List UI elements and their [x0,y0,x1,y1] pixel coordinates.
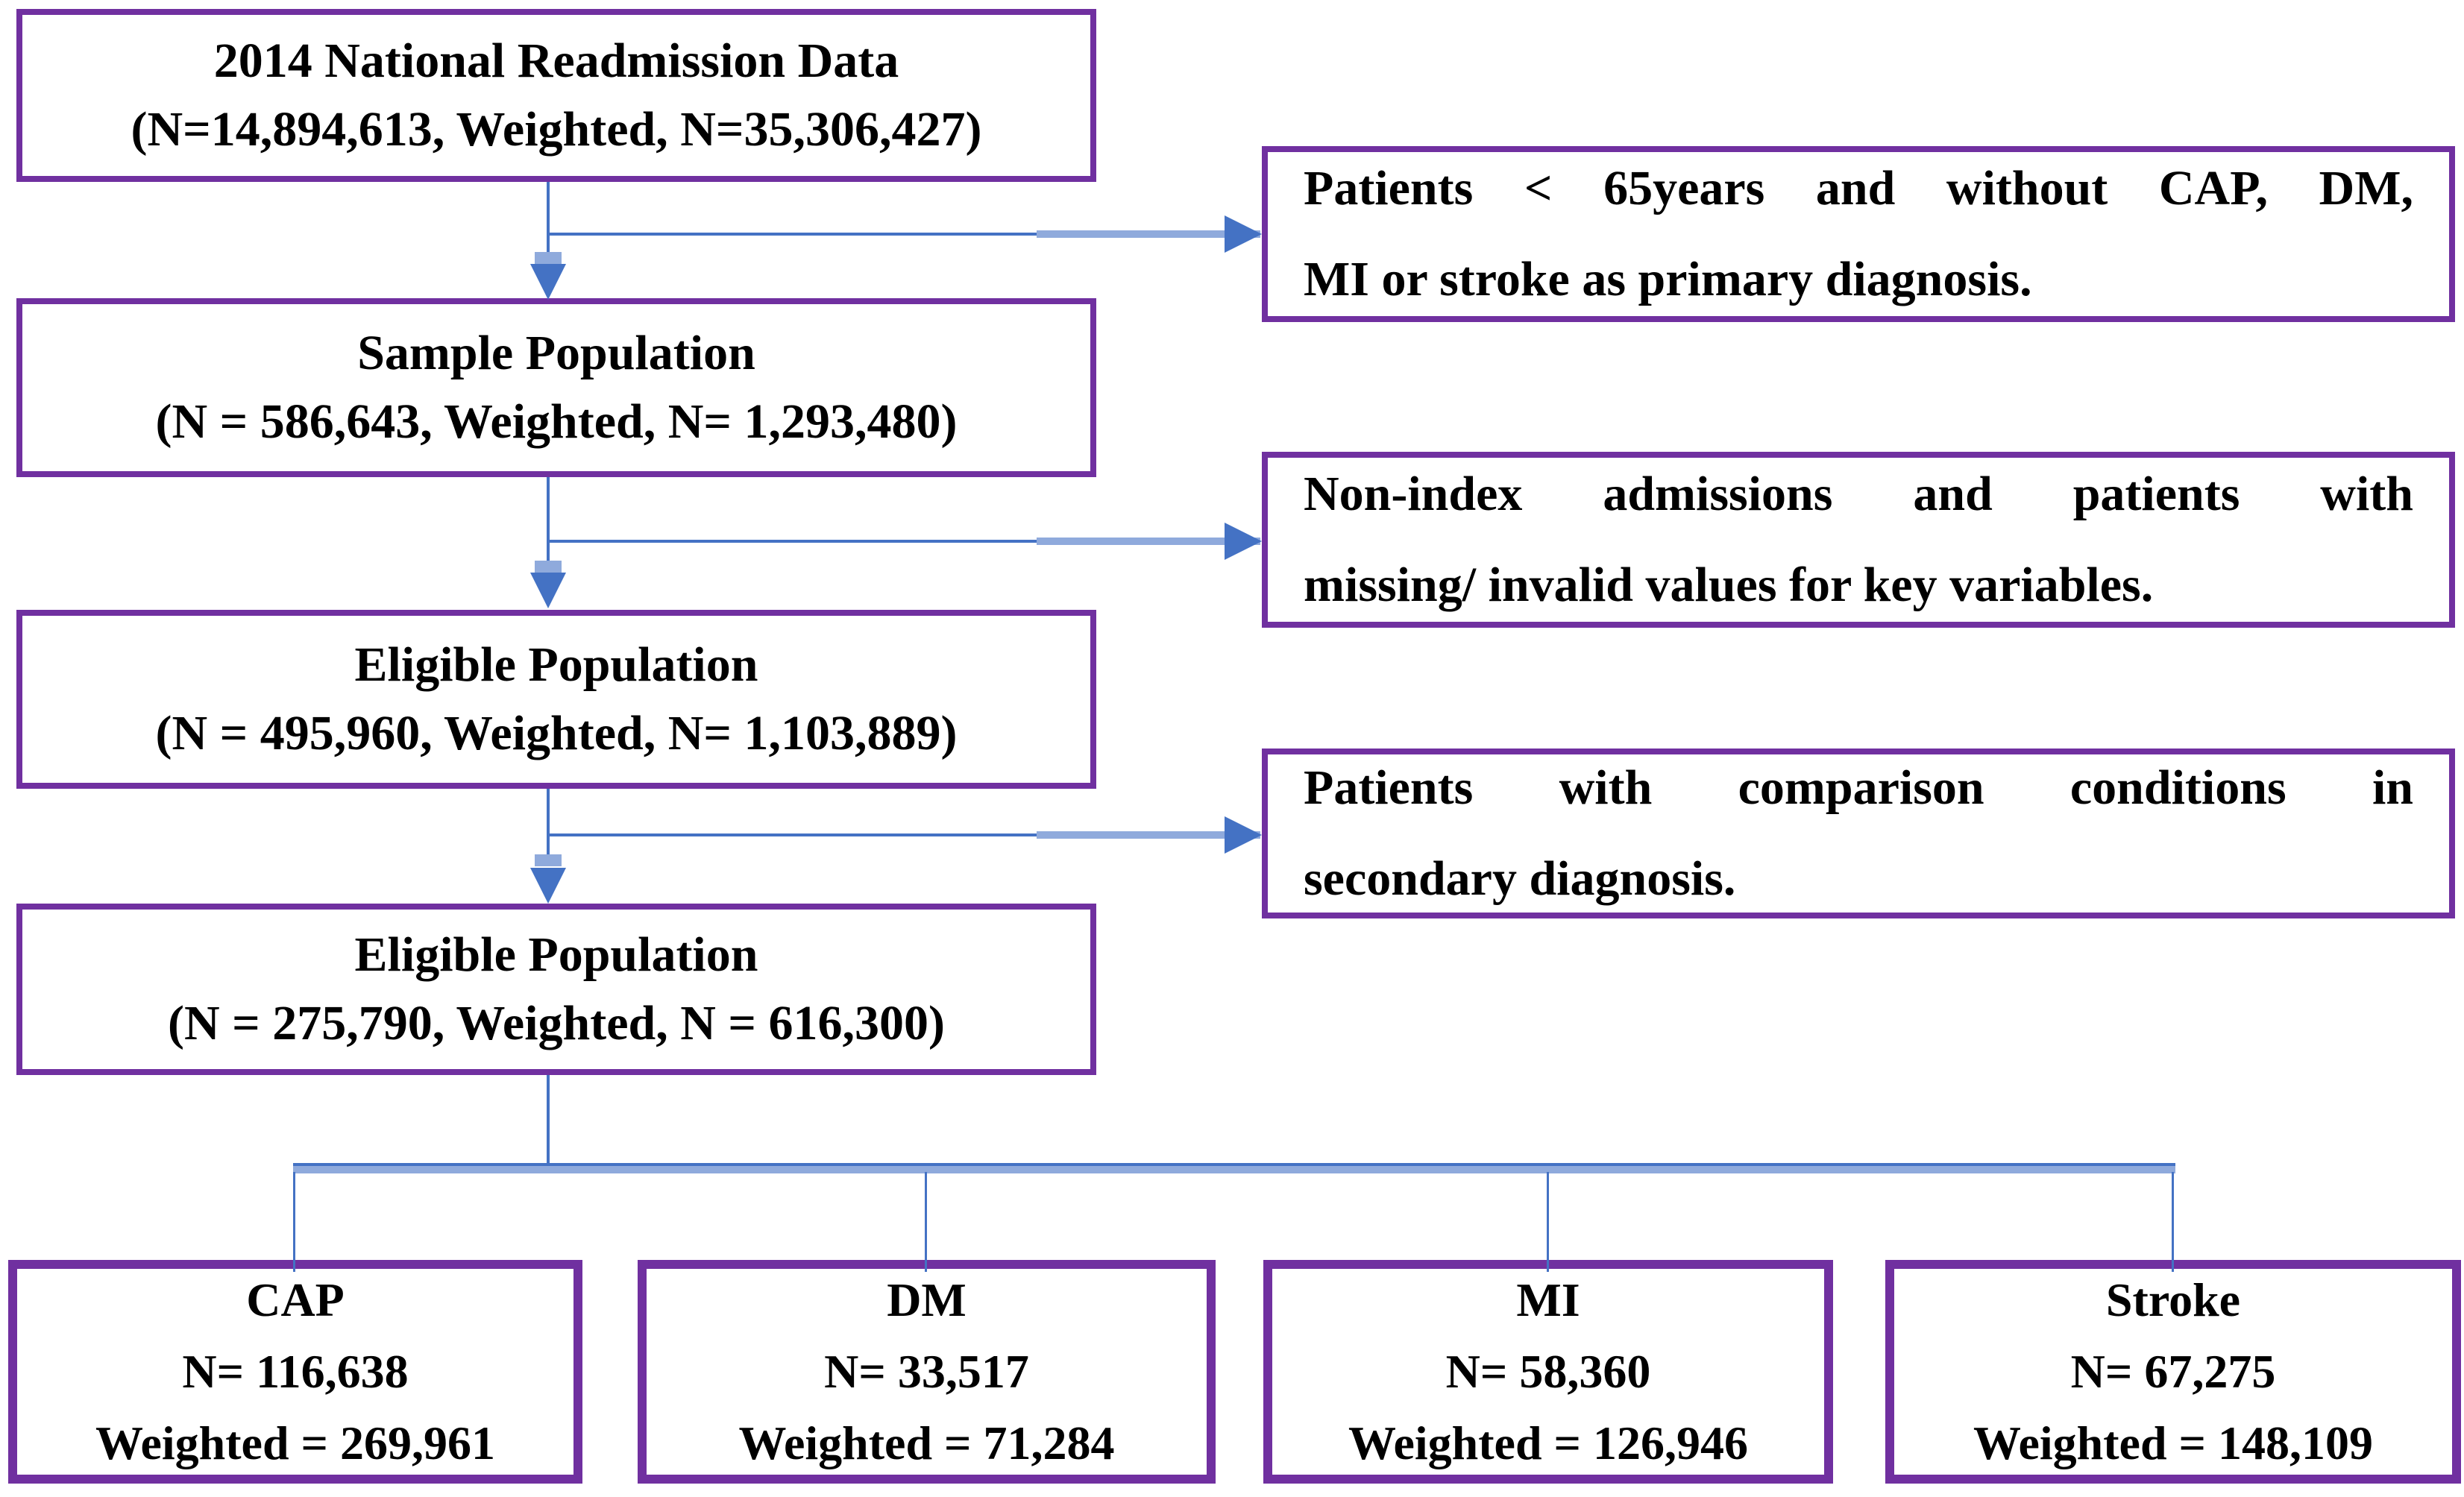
connector-vertical-3 [547,789,550,866]
outcome-box-stroke: Stroke N= 67,275 Weighted = 148,109 [1885,1260,2461,1484]
exclusion-text-line: missing/ invalid values for key variable… [1304,558,2154,612]
outcome-label: Stroke [2105,1273,2241,1326]
connector-arrow-halo [535,854,562,866]
connector-branch-1-dark [548,233,1040,236]
exclusion-text-line: MI or stroke as primary diagnosis. [1304,252,2032,306]
outcome-box-mi: MI N= 58,360 Weighted = 126,946 [1263,1260,1833,1484]
exclusion-box-nonindex-missing: Non-index admissions and patients with m… [1262,452,2455,628]
arrowhead-down-icon [530,264,566,300]
outcome-weighted: Weighted = 269,961 [95,1416,496,1469]
node-title: Eligible Population [354,927,758,982]
outcome-label: CAP [246,1273,345,1326]
distribution-line-light [293,1166,2175,1173]
node-source-data: 2014 National Readmission Data (N=14,894… [16,9,1096,182]
outcome-box-dm: DM N= 33,517 Weighted = 71,284 [638,1260,1216,1484]
outcome-weighted: Weighted = 126,946 [1348,1416,1749,1469]
node-eligible-population-2: Eligible Population (N = 275,790, Weight… [16,904,1096,1075]
drop-line-cap [293,1172,295,1272]
node-title: Sample Population [357,325,755,380]
outcome-n: N= 116,638 [182,1345,409,1398]
connector-branch-1-light [1037,230,1260,238]
node-counts: (N = 275,790, Weighted, N = 616,300) [168,996,945,1050]
outcome-n: N= 67,275 [2070,1345,2276,1398]
node-title: Eligible Population [354,637,758,692]
outcome-n: N= 58,360 [1445,1345,1651,1398]
drop-line-stroke [2172,1172,2174,1272]
outcome-label: DM [887,1273,967,1326]
connector-branch-3-dark [548,833,1040,836]
arrowhead-right-icon [1225,523,1262,560]
connector-branch-3-light [1037,831,1260,839]
connector-vertical-1 [547,182,550,262]
connector-vertical-2 [547,476,550,573]
drop-line-dm [925,1172,927,1272]
connector-branch-2-light [1037,538,1260,545]
outcome-weighted: Weighted = 71,284 [738,1416,1115,1469]
arrowhead-right-icon [1225,215,1262,253]
connector-arrow-halo [535,252,562,264]
node-counts: (N = 495,960, Weighted, N= 1,103,889) [155,706,958,760]
node-title: 2014 National Readmission Data [213,33,899,88]
outcome-label: MI [1516,1273,1580,1326]
node-counts: (N=14,894,613, Weighted, N=35,306,427) [131,102,982,157]
exclusion-box-age-diagnosis: Patients < 65years and without CAP, DM, … [1262,146,2455,322]
connector-arrow-halo [535,561,562,573]
node-eligible-population-1: Eligible Population (N = 495,960, Weight… [16,610,1096,789]
distribution-line-dark [293,1163,2175,1166]
outcome-box-cap: CAP N= 116,638 Weighted = 269,961 [8,1260,582,1484]
drop-line-mi [1547,1172,1549,1272]
arrowhead-right-icon [1225,816,1262,854]
node-sample-population: Sample Population (N = 586,643, Weighted… [16,298,1096,477]
outcome-n: N= 33,517 [824,1345,1029,1398]
connector-vertical-4 [547,1075,550,1167]
exclusion-text-line: Non-index admissions and patients with [1304,466,2413,521]
connector-branch-2-dark [548,540,1040,543]
node-counts: (N = 586,643, Weighted, N= 1,293,480) [155,394,958,449]
arrowhead-down-icon [530,573,566,608]
outcome-weighted: Weighted = 148,109 [1973,1416,2374,1469]
exclusion-box-comparison-conditions: Patients with comparison conditions in s… [1262,748,2455,918]
exclusion-text-line: Patients with comparison conditions in [1304,760,2413,815]
arrowhead-down-icon [530,868,566,904]
exclusion-text-line: Patients < 65years and without CAP, DM, [1304,160,2413,215]
exclusion-text-line: secondary diagnosis. [1304,851,1736,906]
